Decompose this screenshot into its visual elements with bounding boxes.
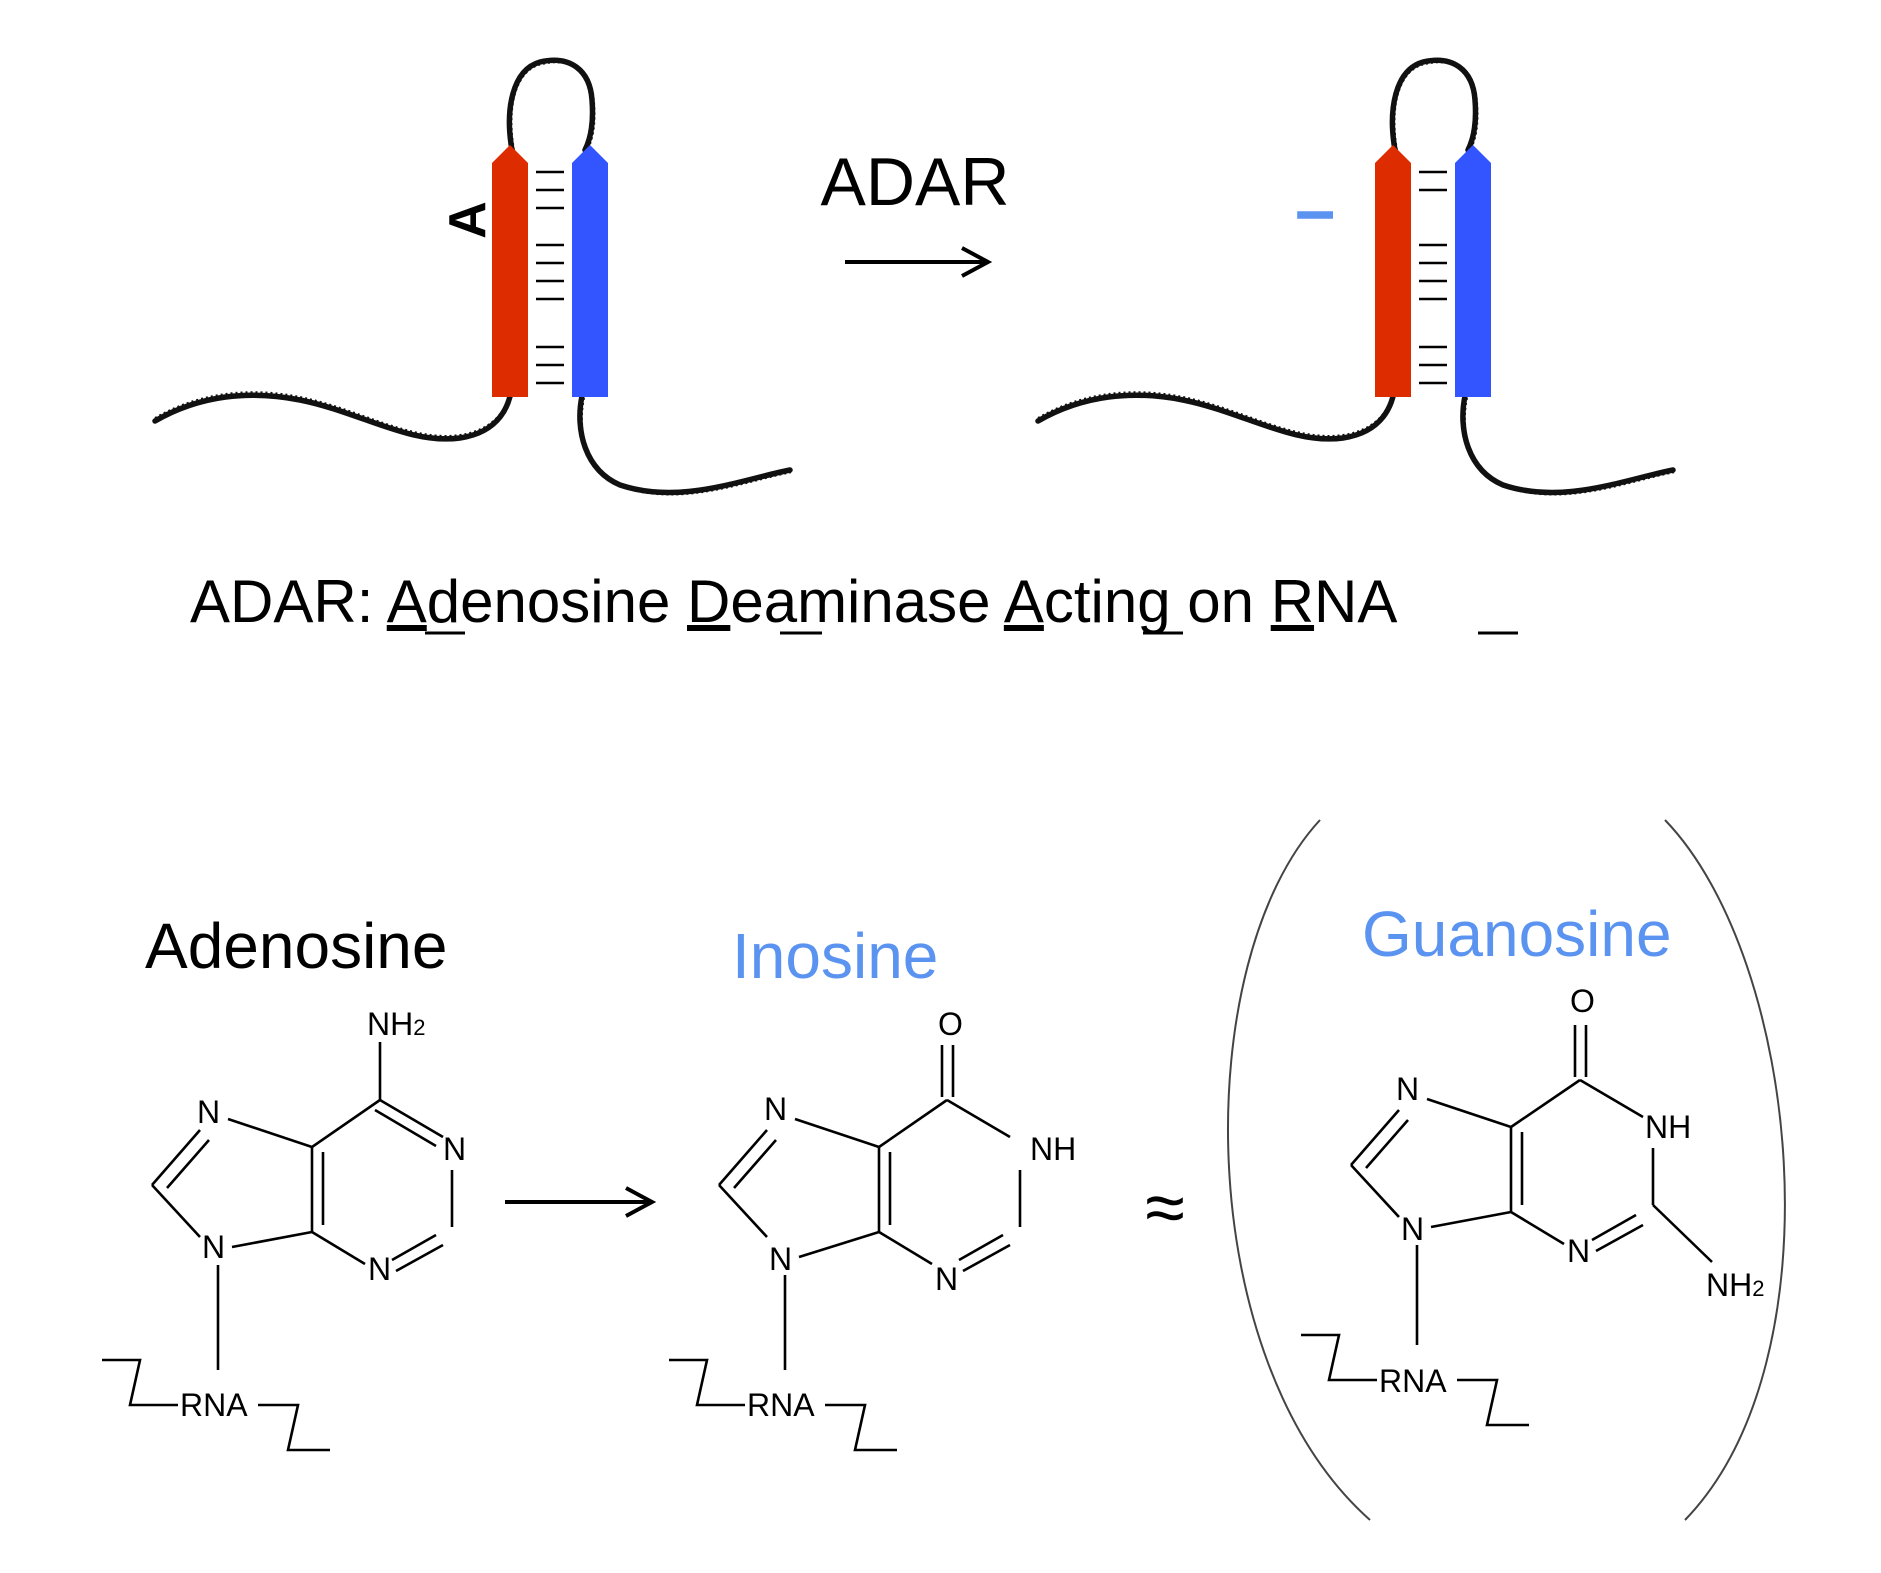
inosine-base-label: I bbox=[1287, 208, 1345, 222]
hairpin-before: A bbox=[152, 57, 793, 496]
inosine-structure: Inosine O NH N N N RNA bbox=[669, 920, 1076, 1452]
reaction-arrow-bottom bbox=[505, 1186, 657, 1218]
ring-nitrogen: N bbox=[202, 1229, 225, 1265]
ring-nitrogen: N bbox=[935, 1261, 958, 1297]
ring-nh: NH bbox=[1030, 1131, 1076, 1167]
rna-strand-5prime-fuzz bbox=[1037, 381, 1396, 437]
rna-linker: RNA bbox=[180, 1387, 248, 1423]
rna-linker: RNA bbox=[747, 1387, 815, 1423]
ring-nh: NH bbox=[1645, 1109, 1691, 1145]
rna-strand-3prime bbox=[1460, 393, 1676, 496]
ring-nitrogen: N bbox=[1396, 1071, 1419, 1107]
ring-nitrogen: N bbox=[769, 1241, 792, 1277]
ring-nitrogen: N bbox=[368, 1251, 391, 1287]
hairpin-loop bbox=[506, 57, 596, 153]
guanosine-parentheses bbox=[1227, 819, 1786, 1521]
adenosine-title: Adenosine bbox=[145, 910, 447, 982]
reaction-arrow-top bbox=[845, 246, 993, 278]
ring-nitrogen: N bbox=[1567, 1233, 1590, 1269]
reaction-enzyme-label: ADAR bbox=[821, 144, 1010, 220]
carbonyl-oxygen: O bbox=[1570, 983, 1595, 1019]
base-pair-ticks bbox=[1419, 170, 1447, 385]
rna-strand-5prime-fuzz bbox=[154, 381, 513, 437]
rna-strand-3prime-fuzz bbox=[1463, 397, 1676, 496]
adar-definition: ADAR: Adenosine Deaminase Acting on RNA bbox=[190, 568, 1397, 635]
adenosine-structure: Adenosine NH2 N N N N RNA bbox=[102, 910, 466, 1452]
ring-nitrogen: N bbox=[443, 1131, 466, 1167]
blue-strand bbox=[1455, 145, 1491, 397]
rna-strand-5prime bbox=[152, 382, 515, 442]
hairpin-after: I bbox=[1035, 57, 1676, 496]
carbonyl-oxygen: O bbox=[938, 1006, 963, 1042]
rna-strand-5prime bbox=[1035, 382, 1398, 442]
hairpin-loop-fuzz bbox=[510, 61, 596, 151]
guanosine-structure: Guanosine O NH NH2 N N N RNA bbox=[1301, 898, 1764, 1427]
amine-group: NH2 bbox=[367, 1006, 425, 1042]
adenosine-base-label: A bbox=[439, 201, 497, 239]
ring-nitrogen: N bbox=[764, 1091, 787, 1127]
hairpin-loop-fuzz bbox=[1393, 61, 1479, 151]
blue-strand bbox=[572, 145, 608, 397]
rna-linker: RNA bbox=[1379, 1363, 1447, 1399]
approx-symbol: ≈ bbox=[1145, 1168, 1185, 1248]
guanosine-title: Guanosine bbox=[1362, 898, 1672, 970]
red-strand bbox=[1375, 145, 1411, 397]
ring-nitrogen: N bbox=[1401, 1211, 1424, 1247]
ring-nitrogen: N bbox=[197, 1094, 220, 1130]
hairpin-loop bbox=[1389, 57, 1479, 153]
amine-group: NH2 bbox=[1706, 1267, 1764, 1303]
inosine-title: Inosine bbox=[732, 920, 938, 992]
rna-strand-3prime bbox=[577, 393, 793, 496]
red-strand bbox=[492, 145, 528, 397]
base-pair-ticks bbox=[536, 170, 564, 385]
rna-strand-3prime-fuzz bbox=[580, 397, 793, 496]
